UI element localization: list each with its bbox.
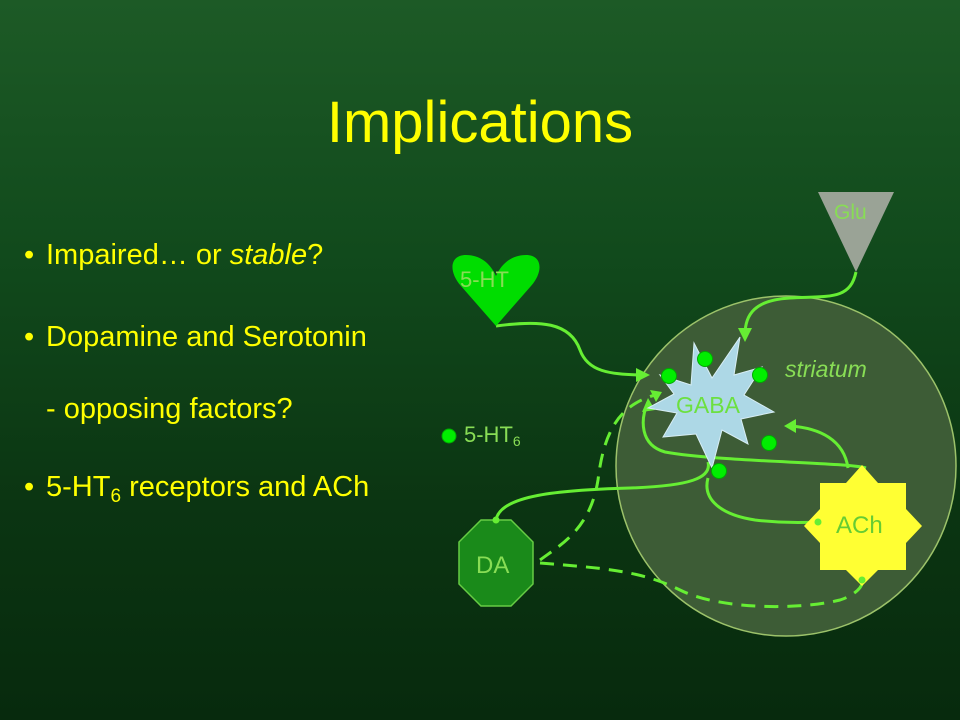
da-terminal-dot: [492, 516, 500, 524]
bullet-text-end: receptors and ACh: [121, 471, 370, 503]
ach-terminal-dot: [814, 518, 822, 526]
bullet-text-end: ?: [307, 239, 324, 271]
ach-bottom-dot: [858, 576, 866, 584]
ht5-arrowhead: [636, 368, 650, 382]
ach-label: ACh: [836, 512, 883, 539]
gaba-to-ach-lower: [705, 477, 819, 525]
da-dashed-to-gaba: [539, 393, 656, 562]
ht6-receptor-line: [494, 461, 710, 521]
gaba-neuron: [646, 336, 776, 470]
bullet-5ht6-receptors: • 5-HT6 receptors and ACh: [24, 470, 370, 507]
glu-arrowhead: [738, 328, 752, 342]
glu-terminal: [818, 192, 894, 272]
5ht6-label: 5-HT6: [464, 422, 521, 449]
bullet-text: Impaired… or: [46, 239, 230, 271]
bullet-text: 5-HT: [46, 471, 111, 503]
ht6-receptor-dot: [441, 428, 457, 444]
bullet-dopamine-serotonin: • Dopamine and Serotonin: [24, 320, 367, 354]
glu-axon: [743, 271, 858, 336]
slide-title: Implications: [326, 90, 634, 155]
bullet-dot: •: [24, 471, 35, 503]
5ht-label: 5-HT: [460, 267, 509, 292]
striatum-label: striatum: [785, 356, 867, 382]
ach-arrowhead-right: [784, 419, 796, 433]
synapse-lower-right-receptor: [761, 435, 777, 451]
synapse-top-receptor: [697, 351, 713, 367]
ach-to-gaba-right: [789, 424, 850, 469]
bullet-dot: •: [24, 321, 35, 353]
ach-neuron: [804, 465, 922, 586]
da-dashed-to-ach: [539, 561, 864, 609]
sub-bullet-opposing-factors: - opposing factors?: [46, 393, 293, 425]
glu-label: Glu: [834, 201, 867, 224]
5ht6-label-text: 5-HT: [464, 422, 513, 447]
5ht6-label-subscript: 6: [512, 433, 521, 449]
bullet-emphasis: stable: [229, 239, 308, 271]
ht5-axon: [495, 321, 641, 377]
gaba-label: GABA: [676, 392, 740, 418]
da-neuron: [458, 519, 534, 607]
synapse-bottom-receptor: [711, 463, 727, 479]
striatum-circle: [615, 295, 957, 637]
bullet-impaired-or-stable: • Impaired… or stable?: [24, 238, 323, 272]
bullet-subscript: 6: [110, 486, 122, 507]
da-arrowhead: [650, 390, 662, 402]
bullet-text: Dopamine and Serotonin: [46, 321, 367, 353]
synapse-ht5-receptor: [661, 368, 677, 384]
bullet-dot: •: [24, 239, 35, 271]
synapse-right-receptor: [752, 367, 768, 383]
da-label: DA: [476, 552, 510, 579]
ach-to-gaba-upper: [641, 401, 867, 470]
5ht-terminal: [452, 255, 540, 326]
